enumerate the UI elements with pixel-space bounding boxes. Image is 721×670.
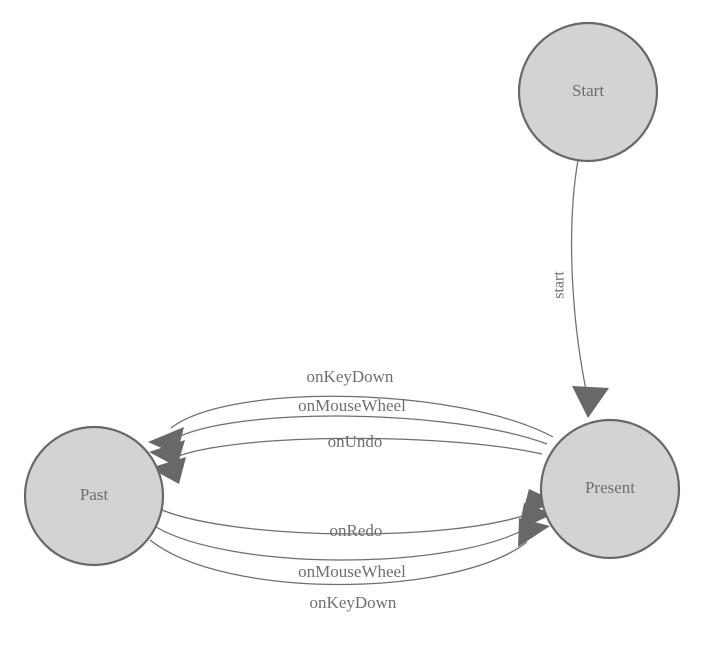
edge-start-to-present[interactable]: start [551,159,609,418]
node-start[interactable]: Start [517,21,659,163]
edge-past-to-present-onmousewheel[interactable]: onMouseWheel [155,503,553,581]
edge-path-past-to-present-onkeydown [149,539,528,586]
node-present[interactable]: Present [539,418,681,560]
node-past-label: Past [80,485,109,504]
edge-path-present-to-past-onkeydown [170,395,554,438]
edge-path-present-to-past-onmousewheel [171,415,548,445]
edge-label-start: start [551,271,568,299]
arrowhead-start-to-present [572,386,609,418]
node-past-circle[interactable] [23,425,165,567]
node-layer: Start Past Present [23,21,681,567]
node-start-circle[interactable] [517,21,659,163]
node-present-circle[interactable] [539,418,681,560]
edge-label-past-to-present-onkeydown: onKeyDown [310,593,397,612]
edge-path-start-to-present [570,159,587,391]
node-present-label: Present [585,478,635,497]
edge-label-past-to-present-onredo: onRedo [330,521,383,540]
edge-label-present-to-past-onkeydown: onKeyDown [307,367,394,386]
edge-path-present-to-past-onundo [172,437,543,459]
edge-present-to-past-onundo[interactable]: onUndo [150,432,543,484]
node-past[interactable]: Past [23,425,165,567]
edge-past-to-present-onredo[interactable]: onRedo [161,489,557,540]
node-start-label: Start [572,81,604,100]
edge-past-to-present-onkeydown[interactable]: onKeyDown [149,518,550,612]
edge-label-present-to-past-onundo: onUndo [328,432,383,451]
edge-path-past-to-present-onmousewheel [155,526,530,561]
edge-label-past-to-present-onmousewheel: onMouseWheel [298,562,406,581]
arrowhead-past-to-present-onkeydown [518,518,550,547]
edge-label-present-to-past-onmousewheel: onMouseWheel [298,396,406,415]
edge-path-past-to-present-onredo [161,509,535,535]
arrowhead-present-to-past-onundo [150,457,186,484]
edge-layer: start onKeyDown onMouseWheel onUndo [148,159,609,612]
